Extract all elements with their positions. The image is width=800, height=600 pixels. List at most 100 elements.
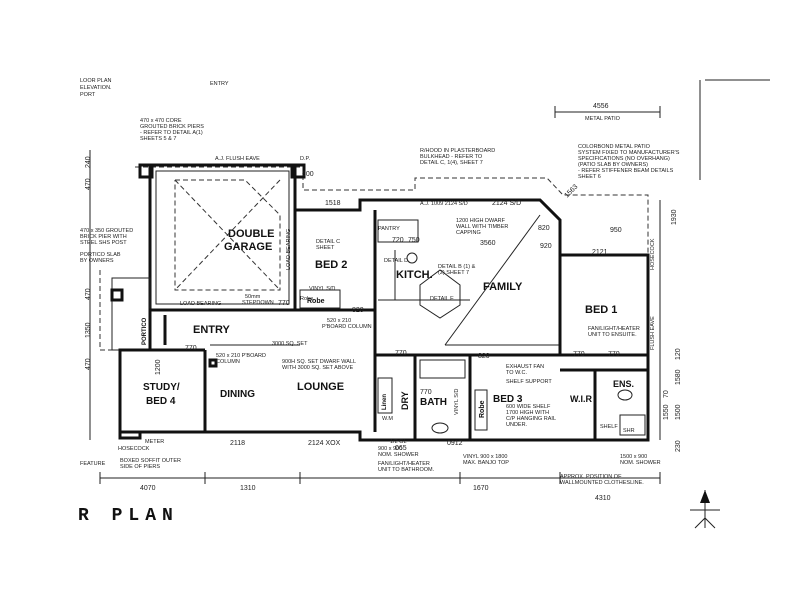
dim-label: 470 xyxy=(85,358,92,370)
dim-label: 4070 xyxy=(140,485,156,492)
pantry xyxy=(377,219,419,243)
room-label-dry: DRY xyxy=(400,391,410,410)
note: HOSECOCK xyxy=(650,238,656,270)
dim-label: 1930 xyxy=(671,209,678,225)
note: 470 x 470 CORE xyxy=(140,118,182,124)
note: 1200 HIGH DWARF xyxy=(456,218,506,224)
dim-label: 1200 xyxy=(155,359,162,375)
dim-label: 770 xyxy=(395,350,407,357)
dim-label: 4556 xyxy=(593,103,609,110)
dim-label: 770 xyxy=(608,351,620,358)
room-label-wir: W.I.R xyxy=(570,394,592,404)
toilet xyxy=(617,389,633,401)
note: PORTICO SLAB xyxy=(80,252,121,258)
note: VINYL 900 x 1800 xyxy=(463,454,507,460)
dim-label: 2121 xyxy=(592,249,608,256)
note: (2) SHEET 7 xyxy=(438,270,469,276)
note: SHR xyxy=(623,428,635,434)
note: 900 x 900 xyxy=(378,446,402,452)
room-label-bed4: BED 4 xyxy=(146,396,176,407)
note: HOSECOCK xyxy=(118,446,150,452)
note: SPECIFICATIONS (NO OVERHANG) xyxy=(578,156,670,162)
dim-label: 2124 S/D xyxy=(492,200,521,207)
note: CAPPING xyxy=(456,230,481,236)
note: 520 x 210 xyxy=(327,318,351,324)
dim-label: 1500 xyxy=(675,404,682,420)
note: ENTRY xyxy=(210,81,229,87)
room-label-dining: DINING xyxy=(220,389,255,400)
basin xyxy=(431,422,449,434)
dim-label: 920 xyxy=(540,243,552,250)
note: LOAD BEARING xyxy=(286,229,292,270)
dim-label: 820 xyxy=(538,225,550,232)
room-label-bed1: BED 1 xyxy=(585,304,617,316)
dim-label: 470 xyxy=(85,288,92,300)
note: P'BOARD COLUMN xyxy=(322,324,372,330)
note: A.J. FLUSH EAVE xyxy=(215,156,260,162)
room-label-linen: Linen xyxy=(382,394,388,410)
note: 50mm xyxy=(245,294,261,300)
note: VINYL S/D xyxy=(309,286,335,292)
note: SYSTEM FIXED TO MANUFACTURER'S xyxy=(578,150,680,156)
note: SHELF SUPPORT xyxy=(506,379,552,385)
note: VINYL S/D xyxy=(454,389,460,415)
note: WALL WITH TIMBER xyxy=(456,224,508,230)
note: UNIT TO ENSUITE. xyxy=(588,332,637,338)
note: 1/2 GL xyxy=(390,439,407,445)
note: PORT xyxy=(80,92,96,98)
note: 3000 SQ. SET xyxy=(272,341,308,347)
bed2-robe xyxy=(299,289,341,309)
note: UNIT TO BATHROOM. xyxy=(378,467,435,473)
note: DETAIL E xyxy=(430,296,454,302)
note: PANTRY xyxy=(378,226,400,232)
note: R/HOOD IN PLASTERBOARD xyxy=(420,148,495,154)
note: SHEETS 5 & 7 xyxy=(140,136,176,142)
dim-label: 770 xyxy=(185,345,197,352)
note: 470 x 350 GROUTED xyxy=(80,228,133,234)
note: SHELF xyxy=(600,424,618,430)
note: BOXED SOFFIT OUTER xyxy=(120,458,181,464)
note: - REFER STIFFENER BEAM DETAILS xyxy=(578,168,674,174)
dim-label: 230 xyxy=(675,440,682,452)
garage-slab xyxy=(155,170,290,305)
note: SHEET 6 xyxy=(578,174,601,180)
note: DETAIL D xyxy=(384,258,408,264)
note: STEPDOWN xyxy=(242,300,274,306)
dim-label: 600 xyxy=(302,171,314,178)
note: BULKHEAD - REFER TO xyxy=(420,154,483,160)
room-label-bath: BATH xyxy=(420,397,447,408)
note: 1700 HIGH WITH xyxy=(506,410,549,416)
room-label-robe-bed3: Robe xyxy=(479,400,486,418)
room-label-bed2: BED 2 xyxy=(315,259,347,271)
dim-label: 70 xyxy=(663,390,670,398)
dim-label: 065 xyxy=(395,445,407,452)
dim-label: 1310 xyxy=(240,485,256,492)
note: COLUMN xyxy=(216,359,240,365)
note: FLUSH EAVE xyxy=(650,316,656,350)
column xyxy=(208,358,218,368)
house-walls xyxy=(118,198,650,442)
note: A.J. 1009 2124 S/D xyxy=(420,201,468,207)
plan-title: R PLAN xyxy=(78,506,179,526)
dim-label: 1563 xyxy=(563,183,579,199)
patio-edge xyxy=(699,79,770,180)
room-label-robe-bed2: Robe xyxy=(307,298,325,305)
note: GROUTED BRICK PIERS xyxy=(140,124,204,130)
note: 1500 x 900 xyxy=(620,454,647,460)
note: - REFER TO DETAIL A(1) xyxy=(140,130,203,136)
family-diagonal xyxy=(444,214,541,346)
note: 900H SQ. SET DWARF WALL xyxy=(282,359,356,365)
note: NOM. SHOWER xyxy=(378,452,419,458)
dim-label: 770 xyxy=(278,300,290,307)
note: FAN/LIGHT/HEATER xyxy=(588,326,640,332)
note: METER xyxy=(145,439,164,445)
note: SIDE OF PIERS xyxy=(120,464,160,470)
note: COLORBOND METAL PATIO xyxy=(578,144,651,150)
bed3-robe xyxy=(474,389,488,431)
kitchen-island xyxy=(419,269,461,319)
room-label-lounge: LOUNGE xyxy=(297,381,344,393)
note: BRICK PIER WITH xyxy=(80,234,127,240)
dim-label: 3560 xyxy=(480,240,496,247)
note: FEATURE xyxy=(80,461,106,467)
